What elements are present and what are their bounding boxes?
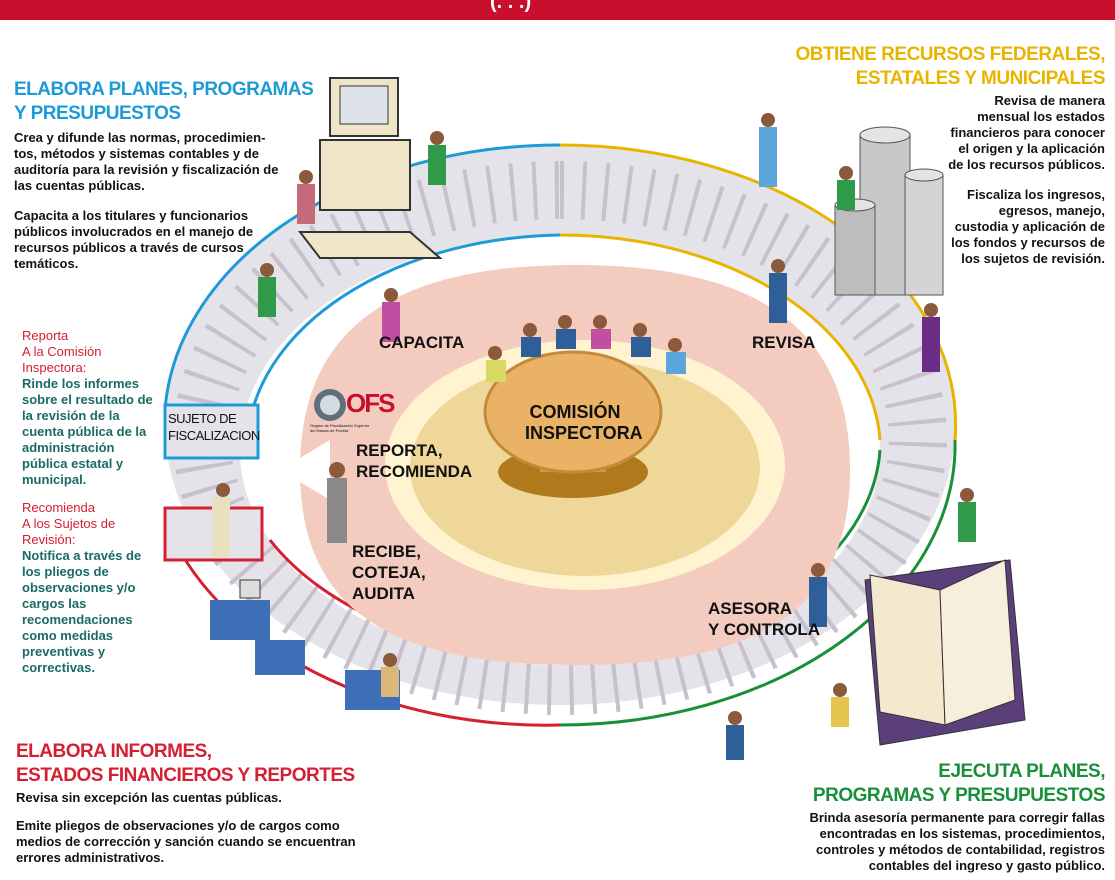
center-title: COMISIÓN INSPECTORA [525, 402, 643, 443]
left-mid-block: Reporta A la Comisión Inspectora: Rinde … [22, 328, 172, 676]
top-left-p1: Crea y difunde las normas, procedimien- … [14, 130, 279, 193]
segment-green-outer [559, 439, 957, 727]
segment-red-outer [163, 519, 561, 727]
recomienda-heading: Recomienda A los Sujetos de Revisión: [22, 500, 116, 547]
open-book [864, 559, 1026, 746]
top-banner: (. . .) [0, 0, 1115, 20]
table-people [486, 315, 686, 382]
top-left-heading: ELABORA PLANES, PROGRAMAS Y PRESUPUESTOS [14, 79, 314, 124]
segment-blue-outer [163, 143, 561, 411]
table-top [483, 350, 663, 474]
label-sujeto: SUJETO DE FISCALIZACION [168, 411, 260, 443]
ofs-logo: OFS [346, 388, 395, 418]
platform-notch [280, 440, 330, 500]
label-reporta: REPORTA, RECOMIENDA [356, 441, 473, 481]
reporta-body: Rinde los informes sobre el resultado de… [22, 376, 153, 487]
ofs-logo-caption: Órgano de Fiscalización Superior del Est… [310, 423, 370, 433]
bottom-right-p1: Brinda asesoría permanente para corregir… [809, 810, 1105, 873]
recomienda-body: Notifica a través de los pliegos de obse… [22, 548, 142, 675]
top-right-block: OBTIENE RECURSOS FEDERALES, ESTATALES Y … [770, 43, 1105, 267]
label-recibe: RECIBE, COTEJA, AUDITA [352, 542, 426, 603]
bottom-right-block: EJECUTA PLANES, PROGRAMAS Y PRESUPUESTOS… [740, 760, 1105, 874]
bottom-left-block: ELABORA INFORMES, ESTADOS FINANCIEROS Y … [16, 740, 446, 866]
label-asesora: ASESORA Y CONTROLA [708, 599, 821, 639]
sujeto-box [163, 403, 260, 460]
label-capacita: CAPACITA [379, 333, 465, 352]
bottom-left-heading: ELABORA INFORMES, ESTADOS FINANCIEROS Y … [16, 741, 355, 786]
bottom-right-heading: EJECUTA PLANES, PROGRAMAS Y PRESUPUESTOS [812, 761, 1106, 806]
top-right-heading: OBTIENE RECURSOS FEDERALES, ESTATALES Y … [795, 44, 1105, 89]
top-left-block: ELABORA PLANES, PROGRAMAS Y PRESUPUESTOS… [14, 78, 344, 272]
reporta-heading: Reporta A la Comisión Inspectora: [22, 328, 102, 375]
ofs-logo-graphic [314, 389, 346, 421]
bottom-left-p1: Revisa sin excepción las cuentas pública… [16, 790, 282, 805]
top-right-p1: Revisa de manera mensual los estados fin… [948, 93, 1105, 172]
header-partial-text: (. . .) [490, 0, 532, 13]
bottom-left-p2: Emite pliegos de observaciones y/o de ca… [16, 818, 356, 865]
coin-stacks [834, 126, 944, 296]
computer-illustration [297, 77, 443, 259]
figures [212, 113, 976, 760]
top-right-p2: Fiscaliza los ingresos, egresos, manejo,… [951, 187, 1105, 266]
segment-blue-inner [248, 233, 561, 421]
top-left-p2: Capacita a los titulares y funcionarios … [14, 208, 254, 271]
label-revisa: REVISA [752, 333, 816, 352]
